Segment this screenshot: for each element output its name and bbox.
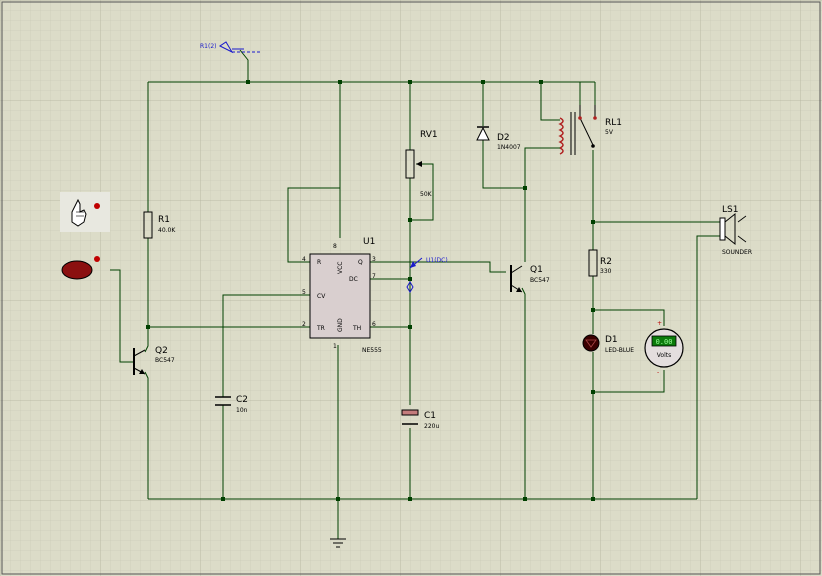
rl1-ref: RL1 [605, 118, 622, 128]
r2-ref: R2 [600, 257, 612, 267]
d2-value: 1N4007 [497, 144, 521, 151]
ls1-value: SOUNDER [722, 249, 752, 256]
rv1-value: 50K [420, 191, 433, 198]
resistor-r2[interactable]: R2 330 [588, 249, 612, 277]
u1-label-vcc: VCC [337, 262, 344, 274]
d2-ref: D2 [497, 133, 510, 143]
voltmeter-reading: 0.00 [656, 338, 673, 346]
button-indicator-top [94, 203, 100, 209]
capacitor-c1[interactable]: C1 220u [401, 409, 439, 430]
u1-label-gnd: GND [337, 318, 344, 332]
q1-value: BC547 [530, 277, 550, 284]
q2-value: BC547 [155, 357, 175, 364]
transistor-q2[interactable]: Q2 BC547 [133, 346, 175, 375]
diode-d2[interactable]: D2 1N4007 [476, 126, 521, 151]
u1-pin-8: 8 [333, 243, 337, 250]
u1-pin-6: 6 [372, 321, 376, 328]
probe-u1-label: U1(DC) [426, 257, 448, 264]
sounder-ls1[interactable]: LS1 SOUNDER [719, 205, 752, 256]
resistor-r1[interactable]: R1 40.0K [143, 211, 176, 239]
q2-ref: Q2 [155, 346, 168, 356]
r1-value: 40.0K [158, 227, 176, 234]
ground-symbol [330, 538, 346, 548]
u1-pin-1: 1 [333, 343, 337, 350]
u1-label-th: TH [352, 325, 361, 332]
rl1-value: 5V [605, 129, 614, 136]
voltmeter-minus: - [657, 369, 659, 376]
probe-r1-label: R1(2) [200, 43, 217, 50]
c1-ref: C1 [424, 411, 436, 421]
u1-ref: U1 [363, 237, 375, 247]
c2-value: 10n [236, 407, 248, 414]
voltage-probe-r1[interactable]: R1(2) [200, 41, 262, 54]
q1-ref: Q1 [530, 265, 543, 275]
capacitor-c2[interactable]: C2 10n [215, 395, 248, 414]
u1-pin-5: 5 [302, 289, 306, 296]
voltmeter-plus: + [657, 320, 662, 327]
voltage-probe-u1[interactable]: U1(DC) [406, 257, 448, 293]
ic-u1-ne555[interactable]: U1 NE555 R CV TR Q DC TH VCC GND 4 5 2 3… [302, 237, 382, 354]
u1-label-dc: DC [349, 276, 358, 283]
d1-ref: D1 [605, 335, 618, 345]
button-indicator-bottom [94, 256, 100, 262]
transistor-q1[interactable]: Q1 BC547 [510, 265, 550, 293]
button-cap[interactable] [61, 260, 93, 280]
u1-pin-7: 7 [372, 273, 376, 280]
c2-ref: C2 [236, 395, 248, 405]
u1-label-tr: TR [316, 325, 325, 332]
junctions [146, 80, 595, 501]
relay-rl1[interactable]: RL1 5V [545, 105, 622, 155]
voltmeter-display [651, 335, 677, 347]
u1-value: NE555 [362, 347, 382, 354]
r2-value: 330 [600, 268, 612, 275]
voltmeter[interactable]: 0.00 Volts + - [644, 320, 684, 376]
u1-pin-2: 2 [302, 321, 306, 328]
hand-pointer-icon [71, 198, 87, 227]
d1-value: LED-BLUE [605, 347, 634, 354]
wires [110, 49, 720, 539]
voltmeter-unit: Volts [657, 352, 671, 359]
c1-value: 220u [424, 423, 439, 430]
u1-pin-4: 4 [302, 256, 306, 263]
u1-pin-3: 3 [372, 256, 376, 263]
rv1-ref: RV1 [420, 130, 438, 140]
led-d1[interactable]: D1 LED-BLUE [582, 334, 634, 354]
potentiometer-rv1[interactable]: RV1 50K [405, 130, 438, 198]
u1-label-q: Q [358, 259, 363, 266]
ls1-ref: LS1 [722, 205, 738, 215]
push-button[interactable] [60, 192, 110, 280]
u1-label-cv: CV [317, 293, 326, 300]
u1-label-r: R [317, 259, 321, 266]
r1-ref: R1 [158, 215, 170, 225]
